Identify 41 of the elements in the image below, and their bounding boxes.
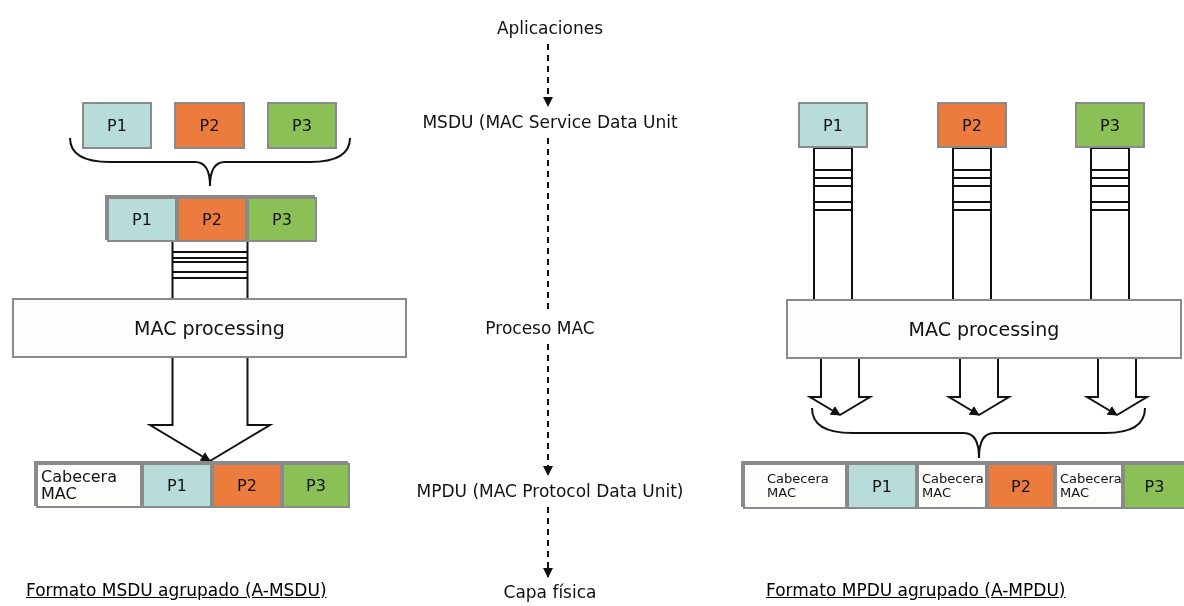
packet-segment: P3 bbox=[282, 463, 350, 508]
layer-label: Proceso MAC bbox=[465, 314, 615, 342]
layer-label: MPDU (MAC Protocol Data Unit) bbox=[380, 477, 720, 505]
arrow bbox=[543, 343, 553, 476]
packet-box: P1 bbox=[798, 102, 868, 148]
header-segment: Cabecera MAC bbox=[1055, 463, 1123, 509]
packet-box: P3 bbox=[267, 102, 337, 149]
packet-segment: P3 bbox=[247, 197, 317, 242]
block-arrow bbox=[813, 147, 853, 300]
packet-segment: P2 bbox=[987, 463, 1055, 509]
layer-label: Aplicaciones bbox=[480, 14, 620, 42]
packet-box: P1 bbox=[82, 102, 152, 149]
layer-label: MSDU (MAC Service Data Unit bbox=[380, 108, 720, 136]
layer-label: Capa física bbox=[485, 579, 615, 605]
arrow bbox=[543, 506, 553, 578]
header-segment: Cabecera MAC bbox=[743, 463, 847, 509]
arrow bbox=[543, 43, 553, 107]
block-arrow bbox=[1083, 358, 1151, 416]
frame-bar bbox=[34, 461, 348, 506]
block-arrow bbox=[945, 358, 1013, 416]
block-arrow bbox=[806, 358, 874, 416]
format-caption: Formato MPDU agrupado (A-MPDU) bbox=[766, 580, 1066, 600]
packet-segment: P3 bbox=[1123, 463, 1184, 509]
packet-box: P2 bbox=[174, 102, 245, 149]
frame-bar bbox=[741, 461, 1184, 507]
packet-box: P2 bbox=[937, 102, 1007, 148]
frame-bar bbox=[105, 195, 315, 240]
block-arrow bbox=[952, 147, 992, 300]
format-caption: Formato MSDU agrupado (A-MSDU) bbox=[26, 580, 327, 600]
process-box: MAC processing bbox=[786, 299, 1182, 359]
block-arrow bbox=[146, 357, 274, 462]
process-box: MAC processing bbox=[12, 298, 407, 358]
packet-segment: P2 bbox=[212, 463, 282, 508]
packet-segment: P1 bbox=[847, 463, 917, 509]
packet-box: P3 bbox=[1075, 102, 1145, 148]
packet-segment: P1 bbox=[107, 197, 177, 242]
header-segment: Cabecera MAC bbox=[917, 463, 987, 509]
packet-segment: P1 bbox=[142, 463, 212, 508]
block-arrow bbox=[1090, 147, 1130, 300]
header-segment: Cabecera MAC bbox=[36, 463, 142, 508]
packet-segment: P2 bbox=[177, 197, 247, 242]
